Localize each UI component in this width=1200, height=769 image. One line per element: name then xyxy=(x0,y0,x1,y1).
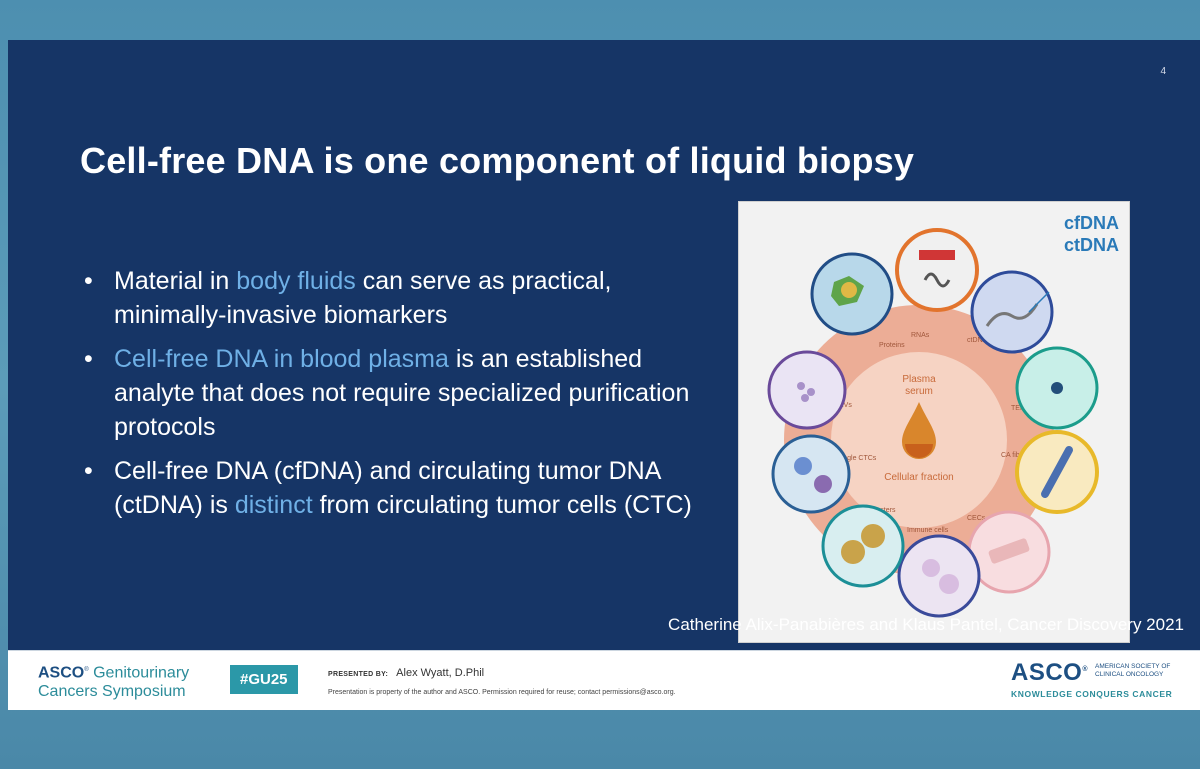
liquid-biopsy-diagram: Plasma serum Cellular fraction Proteins … xyxy=(767,228,1099,618)
hashtag-badge: #GU25 xyxy=(230,665,298,694)
cellular-fraction-label: Cellular fraction xyxy=(884,472,953,483)
citation: Catherine Alix-Panabières and Klaus Pant… xyxy=(668,615,1184,634)
page-number: 4 xyxy=(1160,66,1166,77)
liquid-biopsy-figure: Plasma serum Cellular fraction Proteins … xyxy=(738,201,1130,643)
ring-label-single-ctcs: Single CTCs xyxy=(837,455,877,462)
bullet-item: Cell-free DNA in blood plasma is an esta… xyxy=(80,342,720,444)
ring-label-tep: TEP xyxy=(1011,405,1025,412)
bullet-item: Material in body fluids can serve as pra… xyxy=(80,264,720,332)
tep-circle xyxy=(1015,346,1099,430)
bullet-list: Material in body fluids can serve as pra… xyxy=(80,264,720,532)
bullet-item: Cell-free DNA (cfDNA) and circulating tu… xyxy=(80,454,720,522)
ring-label-rnas: RNAs xyxy=(911,332,930,339)
asco-logo: ASCO® AMERICAN SOCIETY OF CLINICAL ONCOL… xyxy=(1011,659,1173,699)
ring-label-evs: EVs xyxy=(839,402,852,409)
highlight-text: Cell-free DNA in blood plasma xyxy=(114,345,449,373)
fibroblast-circle xyxy=(1015,430,1099,514)
footer-bar: ASCO® Genitourinary Cancers Symposium #G… xyxy=(8,650,1200,710)
slide-title: Cell-free DNA is one component of liquid… xyxy=(80,140,915,181)
ring-label-proteins: Proteins xyxy=(879,342,905,349)
highlight-text: distinct xyxy=(234,491,313,519)
arrow-icon xyxy=(1028,291,1050,313)
slide: 4 Cell-free DNA is one component of liqu… xyxy=(8,40,1200,710)
plasma-label: Plasma xyxy=(902,374,936,385)
ring-label-immune-cells: Immune cells xyxy=(907,527,949,534)
evs-circle xyxy=(767,350,847,430)
ctc-clusters-circle xyxy=(821,504,905,588)
drop-fill-icon xyxy=(905,444,933,458)
permissions-note: Presentation is property of the author a… xyxy=(328,689,676,696)
ring-label-ctdna: ctDNA xyxy=(967,337,988,344)
cecs-circle xyxy=(967,510,1051,594)
gu-symposium-logo: ASCO® Genitourinary Cancers Symposium xyxy=(38,664,190,701)
proteins-circle xyxy=(810,252,894,336)
presenter-info: PRESENTED BY:Alex Wyatt, D.Phil Presenta… xyxy=(328,667,676,696)
immune-cells-circle xyxy=(897,534,981,618)
highlight-text: body fluids xyxy=(236,267,356,295)
serum-label: serum xyxy=(905,386,933,397)
rnas-circle xyxy=(895,228,979,312)
ctdna-circle xyxy=(970,270,1054,354)
presenter-name: Alex Wyatt, D.Phil xyxy=(396,667,485,679)
cfdna-ctdna-label: cfDNA ctDNA xyxy=(1063,213,1119,255)
single-ctcs-circle xyxy=(771,434,851,514)
ring-label-cecs: CECs xyxy=(967,515,986,522)
